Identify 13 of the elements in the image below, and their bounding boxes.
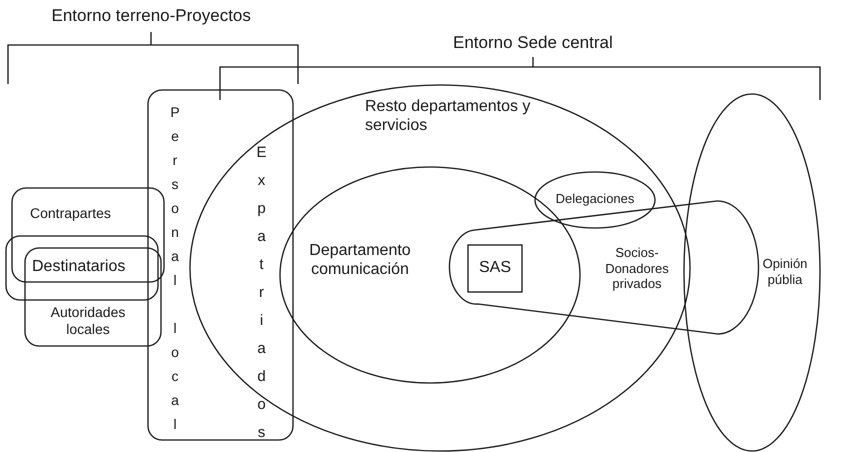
shape-label: Resto departamentos y servicios <box>365 97 532 136</box>
shape-label: Delegaciones <box>554 191 636 207</box>
shape-label: Socios-Donadores privados <box>604 245 670 292</box>
shape-label: Departamento comunicación <box>308 241 412 280</box>
shape-label: Personal local <box>168 104 182 440</box>
shape-label: SAS <box>478 258 512 278</box>
group-label: Entorno terreno-Proyectos <box>52 6 251 26</box>
shape-label: Opinión públia <box>762 256 808 288</box>
shape-label: Autoridades locales <box>50 304 126 338</box>
group-label: Entorno Sede central <box>453 33 613 53</box>
shape-label: Expatriados <box>254 144 269 452</box>
shape-label: Contrapartes <box>30 205 112 222</box>
shape-label: Destinatarios <box>32 257 126 276</box>
